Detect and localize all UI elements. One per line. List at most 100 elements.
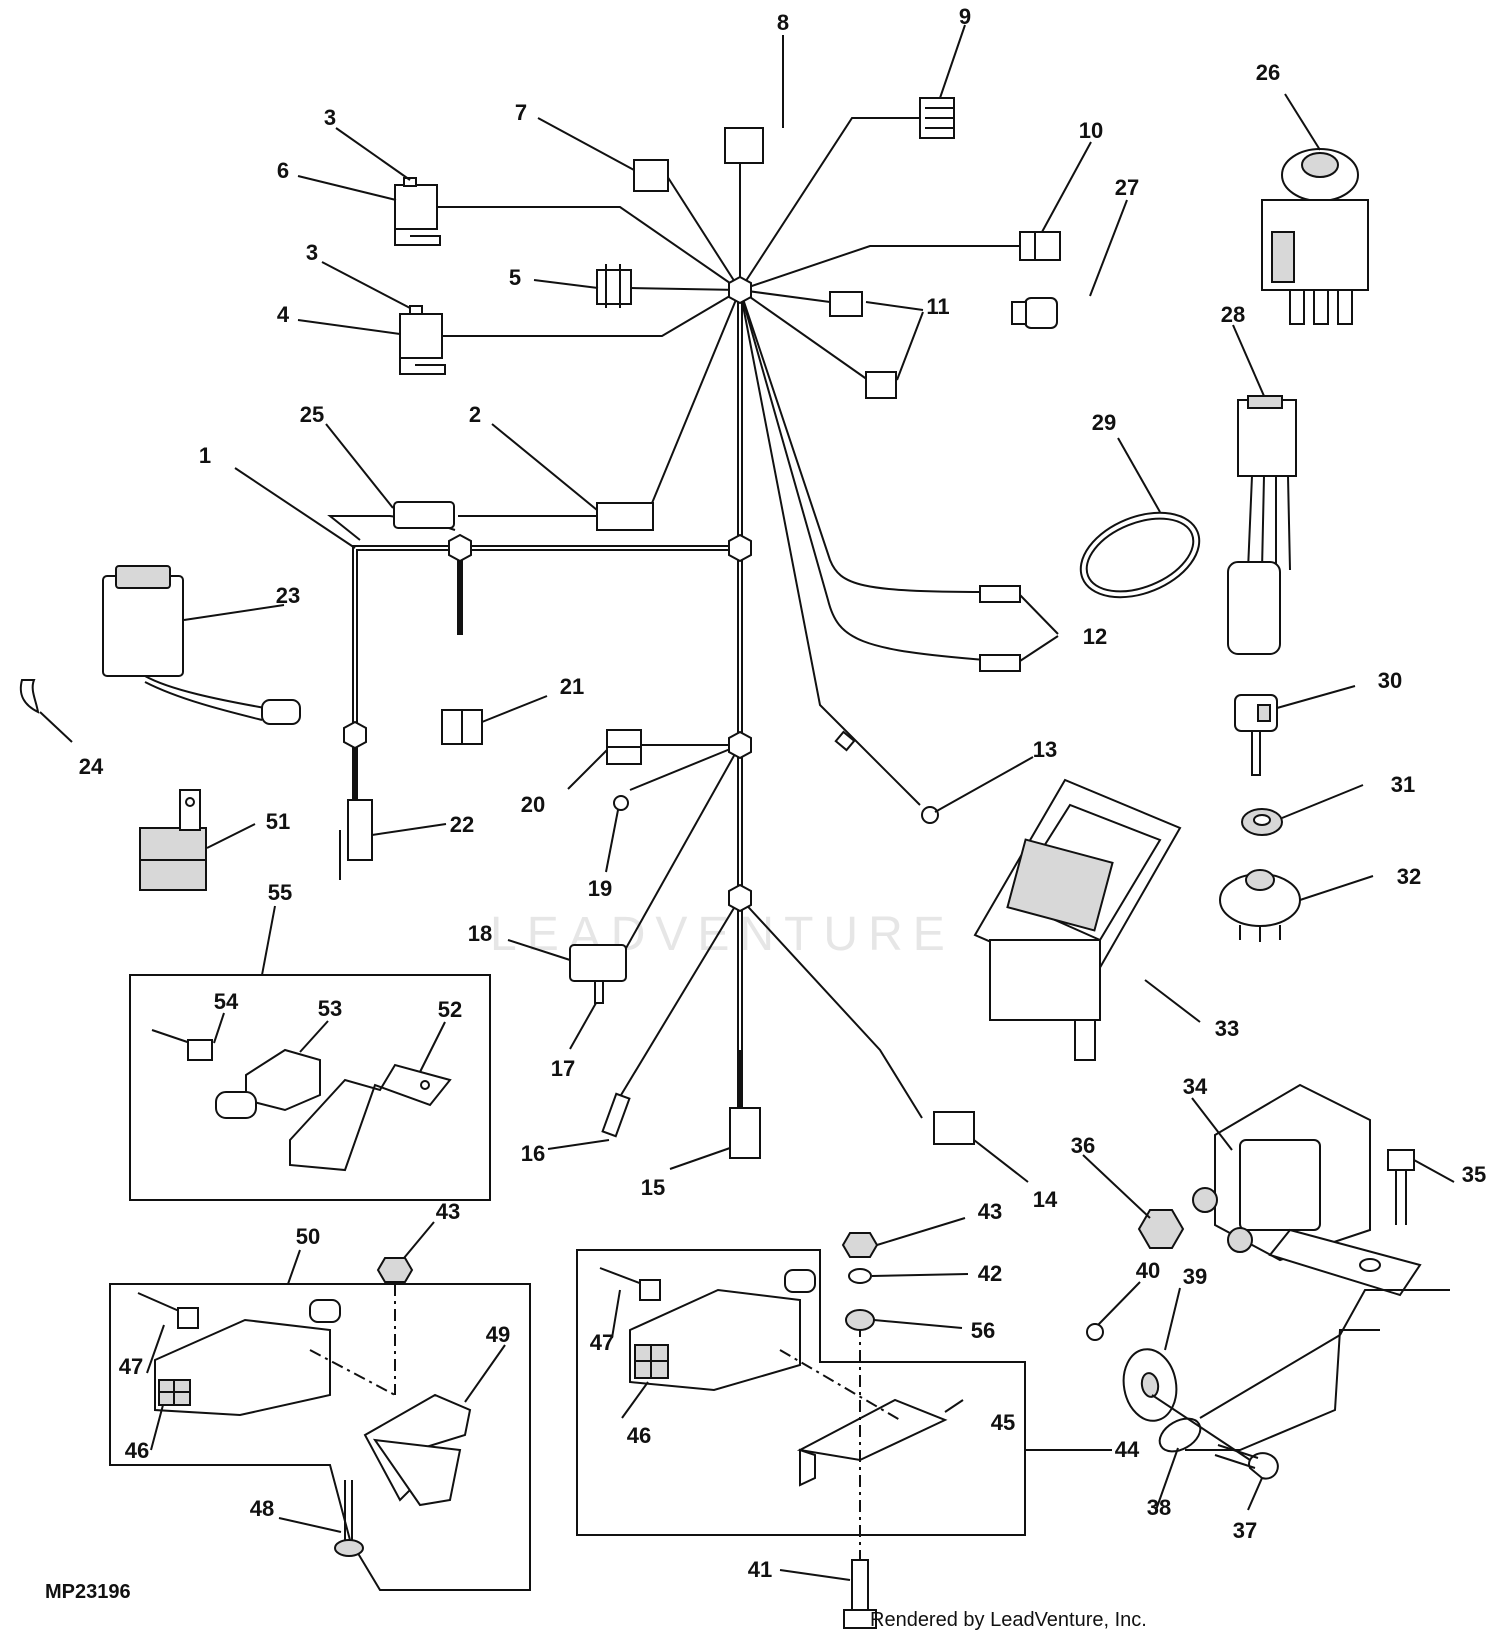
callout-51: 51 <box>266 809 290 834</box>
assembly-55-parts <box>151 1029 452 1172</box>
callout-39: 39 <box>1183 1264 1207 1289</box>
callout-23: 23 <box>276 583 300 608</box>
callout-34: 34 <box>1183 1074 1208 1099</box>
callout-16: 16 <box>521 1141 545 1166</box>
watermark: LEADVENTURE <box>490 908 955 961</box>
ring-38 <box>1158 1417 1202 1453</box>
callout-41: 41 <box>748 1557 772 1582</box>
callout-28: 28 <box>1221 302 1245 327</box>
callout-48: 48 <box>250 1496 274 1521</box>
centerline-46-49 <box>309 1349 396 1396</box>
junction-points <box>343 275 752 913</box>
bolt-35 <box>1387 1149 1415 1225</box>
callout-27: 27 <box>1115 175 1139 200</box>
callout-21: 21 <box>560 674 584 699</box>
ring-terminal-13 <box>921 806 939 824</box>
cable-tie-29 <box>1079 511 1201 599</box>
callout-47-left: 47 <box>119 1354 143 1379</box>
callout-4: 4 <box>277 302 290 327</box>
terminal-16 <box>601 1092 631 1138</box>
nut-43-right <box>841 1232 879 1258</box>
pulley-39-hub <box>1140 1372 1160 1398</box>
callout-9: 9 <box>959 4 971 29</box>
callout-19: 19 <box>588 876 612 901</box>
callout-32: 32 <box>1397 864 1421 889</box>
washer-42 <box>848 1268 872 1284</box>
connector-7 <box>633 159 669 192</box>
nut-56 <box>845 1309 875 1331</box>
key-30 <box>1234 694 1278 776</box>
callout-30: 30 <box>1378 668 1402 693</box>
harness-branches <box>327 117 1020 1119</box>
callout-20: 20 <box>521 792 545 817</box>
inline-connector-13 <box>834 730 856 752</box>
render-credit: Rendered by LeadVenture, Inc. <box>870 1609 1147 1631</box>
callout-38: 38 <box>1147 1495 1171 1520</box>
link-rod <box>1199 1289 1450 1419</box>
callout-54: 54 <box>214 989 239 1014</box>
connector-11-upper <box>829 291 863 317</box>
callout-33: 33 <box>1215 1016 1239 1041</box>
rod-38 <box>1185 1329 1380 1451</box>
callout-52: 52 <box>438 997 462 1022</box>
connector-2 <box>596 502 654 531</box>
assembly-44-parts <box>599 1267 948 1487</box>
connector-15 <box>729 1107 761 1159</box>
screw-48 <box>334 1480 364 1557</box>
connector-22 <box>347 799 373 861</box>
callout-15: 15 <box>641 1175 665 1200</box>
callout-50: 50 <box>296 1224 320 1249</box>
callout-22: 22 <box>450 812 474 837</box>
ring-terminal-19 <box>613 795 629 811</box>
assembly-box-50 <box>109 1283 531 1591</box>
callout-53: 53 <box>318 996 342 1021</box>
connector-14 <box>933 1111 975 1145</box>
callout-56: 56 <box>971 1318 995 1343</box>
callout-14: 14 <box>1033 1187 1058 1212</box>
callout-18: 18 <box>468 921 492 946</box>
rocker-switch-33 <box>973 778 1182 1061</box>
callout-25: 25 <box>300 402 324 427</box>
callout-6: 6 <box>277 158 289 183</box>
connector-18 <box>569 944 627 982</box>
relay-4 <box>399 313 443 359</box>
figure-id: MP23196 <box>45 1581 131 1603</box>
connector-10 <box>1019 231 1061 261</box>
connector-25 <box>393 501 455 529</box>
axle-37 <box>1151 1394 1251 1461</box>
relay-51 <box>139 789 207 891</box>
callout-45: 45 <box>991 1410 1015 1435</box>
callout-13: 13 <box>1033 737 1057 762</box>
tab-3-upper <box>403 177 417 187</box>
callout-47-right: 47 <box>590 1330 614 1355</box>
callout-10: 10 <box>1079 118 1103 143</box>
callout-7: 7 <box>515 100 527 125</box>
callout-26: 26 <box>1256 60 1280 85</box>
callout-43-right: 43 <box>978 1199 1002 1224</box>
callout-42: 42 <box>978 1261 1002 1286</box>
callout-3-upper: 3 <box>324 105 336 130</box>
assembly-50-parts <box>137 1292 472 1507</box>
callout-3-lower: 3 <box>306 240 318 265</box>
callout-49: 49 <box>486 1322 510 1347</box>
assembly-box-55 <box>129 974 491 1201</box>
nut-31 <box>1241 808 1283 836</box>
callout-40: 40 <box>1136 1258 1160 1283</box>
nut-36 <box>1137 1209 1185 1249</box>
terminal-12-lower <box>979 654 1021 672</box>
callout-31: 31 <box>1391 772 1415 797</box>
bulb-27 <box>1024 297 1058 329</box>
harness-plug-28 <box>1227 395 1297 655</box>
callout-35: 35 <box>1462 1162 1486 1187</box>
bolt-41 <box>843 1559 877 1629</box>
callout-5: 5 <box>509 265 521 290</box>
callout-46-left: 46 <box>125 1438 149 1463</box>
tab-3-lower <box>409 305 423 315</box>
bolt-37-head <box>1248 1452 1279 1480</box>
callout-17: 17 <box>551 1056 575 1081</box>
washer-40 <box>1086 1323 1104 1341</box>
connector-11-lower <box>865 371 897 399</box>
callout-36: 36 <box>1071 1133 1095 1158</box>
callout-2: 2 <box>469 402 481 427</box>
